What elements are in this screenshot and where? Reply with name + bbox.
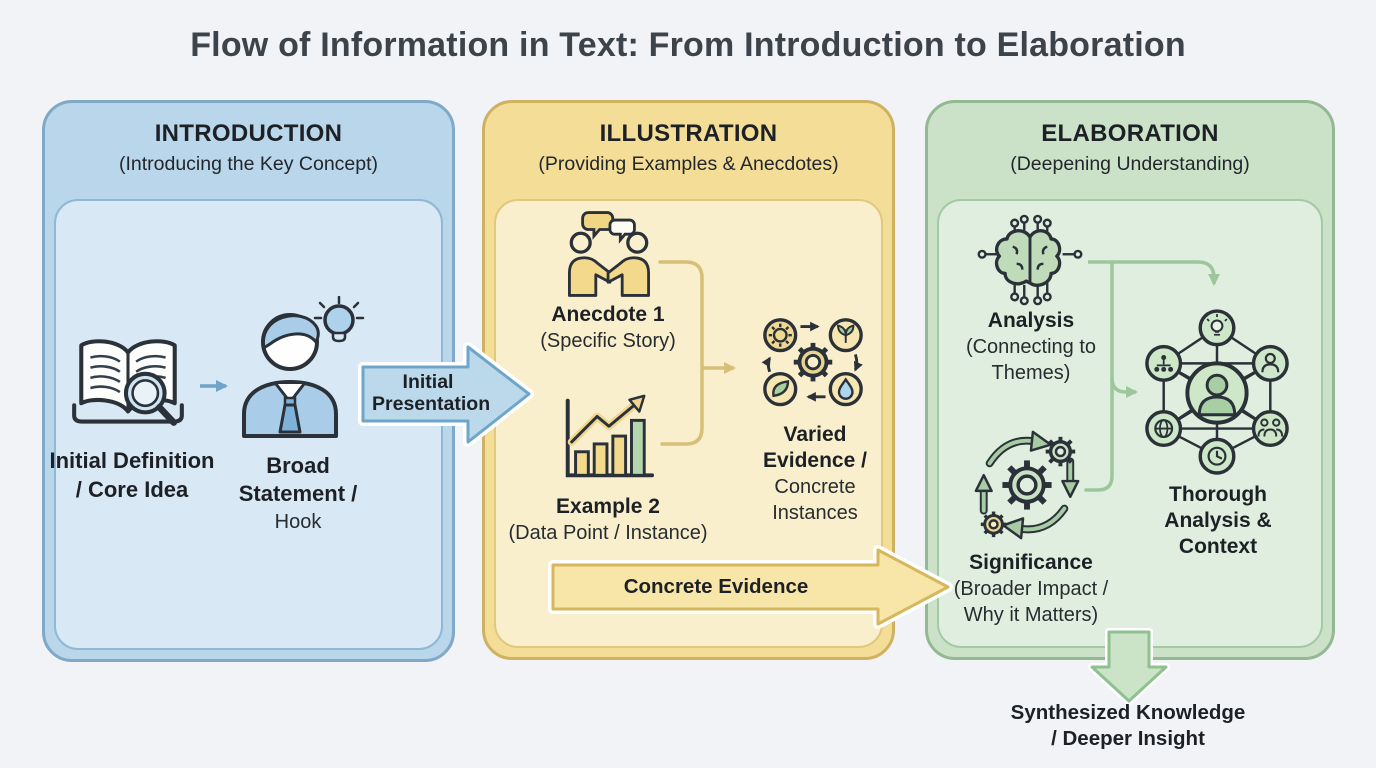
significance-gears-icon [974,430,1080,540]
label-initial-definition: Initial Definition / Core Idea [49,448,215,502]
label-anecdote-1: Anecdote 1 (Specific Story) [540,303,676,352]
panel-introduction-header: INTRODUCTION (Introducing the Key Concep… [45,120,452,176]
label-analysis: Analysis (Connecting to Themes) [965,309,1097,384]
panel-subtitle: (Deepening Understanding) [1010,153,1250,175]
panel-subtitle: (Providing Examples & Anecdotes) [538,153,839,175]
label-synthesized-knowledge: Synthesized Knowledge / Deeper Insight [1010,701,1246,750]
label-concrete-evidence: Concrete Evidence [623,575,809,598]
label-thorough-analysis-context: Thorough Analysis & Context [1164,483,1272,558]
panel-title: ELABORATION [1041,120,1219,147]
label-significance: Significance (Broader Impact / Why it Ma… [953,551,1109,626]
panel-elaboration-header: ELABORATION (Deepening Understanding) [928,120,1332,176]
brain-circuit-icon [977,214,1083,306]
handshake-people-icon [568,211,650,297]
book-magnifier-icon [72,339,184,426]
person-lightbulb-icon [242,296,365,438]
label-broad-statement-hook: Broad Statement / Hook [238,453,358,533]
panel-subtitle: (Introducing the Key Concept) [118,153,379,175]
panel-title: INTRODUCTION [154,120,343,147]
panel-illustration-header: ILLUSTRATION (Providing Examples & Anecd… [485,120,892,176]
panel-title: ILLUSTRATION [599,120,778,147]
page-title: Flow of Information in Text: From Introd… [190,26,1186,64]
bar-chart-growth-icon [565,394,655,478]
label-varied-evidence: Varied Evidence / Concrete Instances [763,423,867,524]
label-example-2: Example 2 (Data Point / Instance) [508,495,708,544]
network-connections-icon [1145,309,1289,475]
varied-evidence-cycle-icon [761,318,863,407]
label-initial-presentation: Initial Presentation [372,371,491,415]
